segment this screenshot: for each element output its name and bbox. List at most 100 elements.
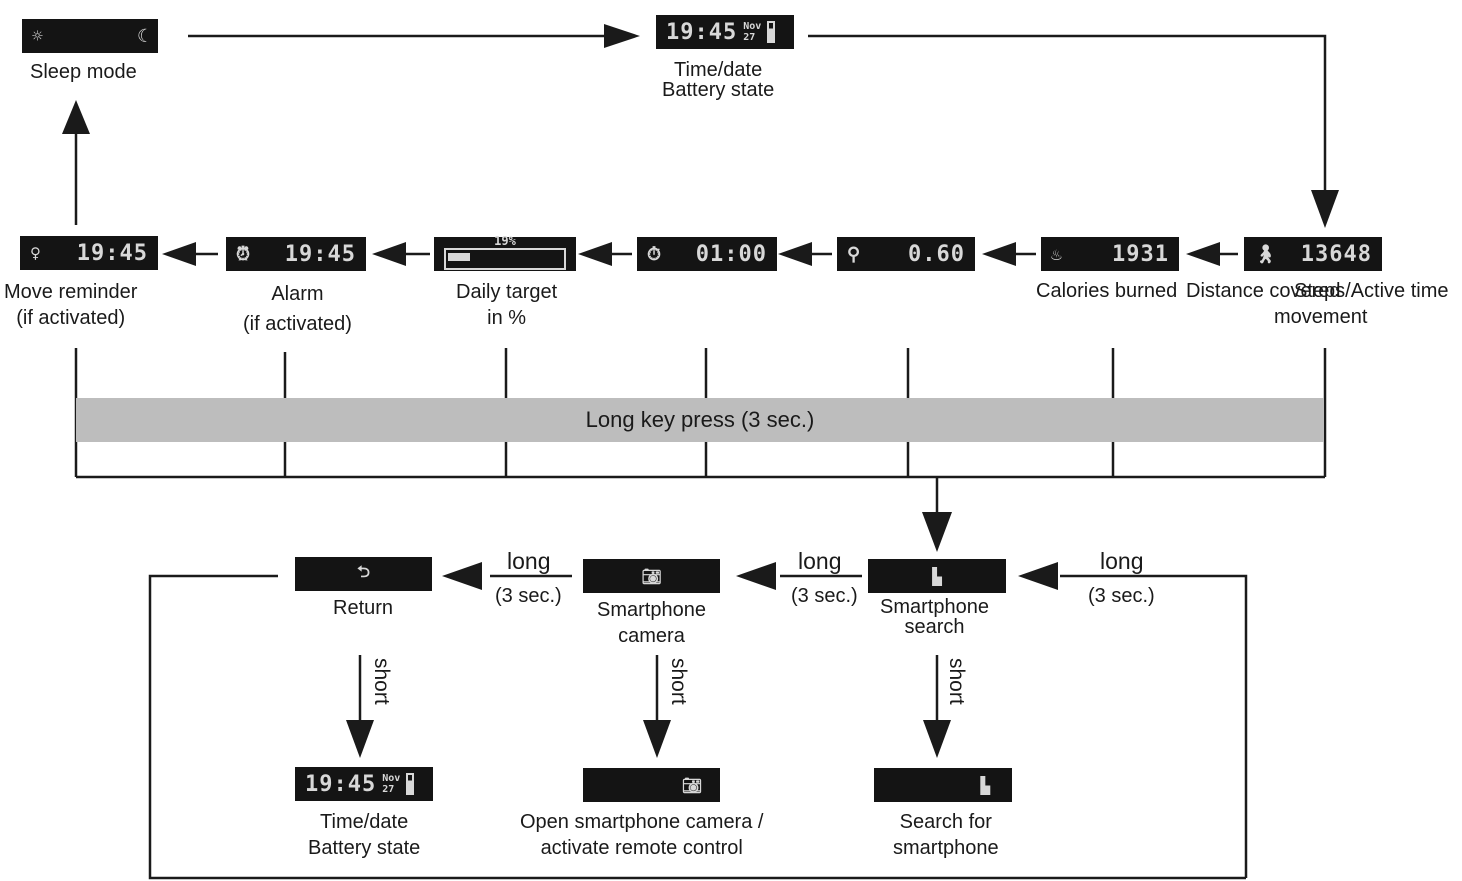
steps-label-line2: movement [1274,306,1368,328]
sleep-mode-text: Sleep mode [30,61,137,83]
phone-search-icon: ▙ [932,566,942,586]
daily-percent-text: 19% [494,234,516,248]
long-text-1: long [1100,548,1144,574]
day-text: 27 [743,32,756,43]
long-label-2: long [798,548,841,575]
short-label-2: short [666,658,690,705]
daily-target-line2: in % [487,307,527,329]
timer-value: 01:00 [695,241,767,267]
result-phone-search-icon: ▙ [980,775,990,795]
distance-value: 0.60 [908,241,965,267]
long-label-3: long [507,548,550,575]
moon-icon: ☾ [137,25,148,47]
return-arrow-icon: ⮌ [357,561,370,581]
long-key-press-text: Long key press (3 sec.) [585,407,815,432]
result-camera-line2: activate remote control [540,837,743,859]
alarm-display: ⏰︎ 19:45 [226,237,366,271]
camera-icon: 📷︎ [641,566,662,586]
result-camera-display: 📷︎ [583,768,720,802]
result-date-readout: Nov 27 [382,773,400,795]
search-line2: search [904,616,965,638]
alarm-label: Alarm (if activated) [243,279,352,339]
long-label-1: long [1100,548,1143,575]
result-time-readout: 19:45 [305,771,377,797]
return-text: Return [333,597,394,619]
time-date-label: Time/date Battery state [662,60,774,100]
distance-label: Distance covered [1186,279,1341,303]
result-search-display: ▙ [874,768,1012,802]
alarm-line2: (if activated) [243,313,352,335]
result-time-date-display: 19:45 Nov 27 [295,767,433,801]
result-camera-line1: Open smartphone camera / [520,811,764,833]
daily-target-label: Daily target in % [456,279,557,331]
move-reminder-value: 19:45 [76,240,148,266]
distance-text: Distance covered [1186,280,1341,302]
daily-target-display: 19% [434,234,576,271]
daily-target-line1: Daily target [456,281,558,303]
sleep-mode-display: ☼ ☾ [22,19,158,53]
secs-label-1: (3 sec.) [1088,585,1155,608]
alarm-line1: Alarm [271,283,324,305]
month-text: Nov [743,21,762,32]
secs-label-3: (3 sec.) [495,585,562,608]
long-key-press-bar: Long key press (3 sec.) [76,398,1324,442]
calories-display: ♨ 1931 [1041,237,1179,271]
short-text-1: short [370,658,393,705]
steps-value: 13648 [1300,241,1372,267]
time-date-display: 19:45 Nov 27 [656,15,794,49]
move-reminder-line2: (if activated) [16,307,126,329]
short-label-3: short [944,658,968,705]
move-reminder-line1: Move reminder [4,281,138,303]
camera-line2: camera [618,625,685,647]
calories-text: Calories burned [1036,280,1178,302]
flame-icon: ♨ [1051,243,1062,265]
alarm-value: 19:45 [284,241,356,267]
result-battery-icon [406,773,415,795]
calories-label: Calories burned [1036,279,1177,303]
smartphone-search-label: Smartphone search [880,597,989,637]
result-time-date-label: Time/date Battery state [308,809,420,861]
battery-icon [767,21,776,43]
daily-progress-fill [448,253,471,261]
short-label-1: short [369,658,393,705]
time-date-line1: Time/date [674,59,763,81]
steps-label-line1: Steps/Active time [1294,280,1449,302]
result-camera-label: Open smartphone camera / activate remote… [520,809,763,861]
timer-display: ⏱︎ 01:00 [637,237,777,271]
move-reminder-display: ♀ 19:45 [20,236,158,270]
secs-label-2: (3 sec.) [791,585,858,608]
result-search-label: Search for smartphone [893,809,999,861]
result-search-line1: Search for [899,811,992,833]
search-line1: Smartphone [880,596,989,618]
walking-person-icon: 🚶︎ [1254,243,1277,265]
distance-display: ⚲ 0.60 [837,237,975,271]
location-pin-icon: ⚲ [847,243,861,265]
result-search-line2: smartphone [893,837,999,859]
alarm-clock-icon: ⏰︎ [236,243,251,265]
camera-line1: Smartphone [597,599,706,621]
daily-progress-bar: 19% [444,234,566,270]
smartphone-camera-label: Smartphone camera [597,597,706,649]
long-text-2: long [798,548,842,574]
short-text-2: short [667,658,690,705]
result-day-text: 27 [382,784,395,795]
result-month-text: Nov [382,773,401,784]
time-date-line2: Battery state [662,79,775,101]
smartphone-camera-display: 📷︎ [583,559,720,593]
smartphone-search-display: ▙ [868,559,1006,593]
secs-text-1: (3 sec.) [1088,585,1155,607]
steps-display: 🚶︎ 13648 [1244,237,1382,271]
date-readout: Nov 27 [743,21,761,43]
move-reminder-icon: ♀ [30,242,41,264]
calories-value: 1931 [1112,241,1169,267]
short-text-3: short [945,658,968,705]
return-display: ⮌ [295,557,432,591]
sun-icon: ☼ [32,25,43,47]
secs-text-2: (3 sec.) [791,585,858,607]
stopwatch-icon: ⏱︎ [647,243,662,265]
sleep-mode-label: Sleep mode [30,60,137,84]
return-label: Return [333,596,393,620]
result-camera-icon: 📷︎ [681,775,702,795]
move-reminder-label: Move reminder (if activated) [4,279,137,331]
result-time-line2: Battery state [308,837,421,859]
